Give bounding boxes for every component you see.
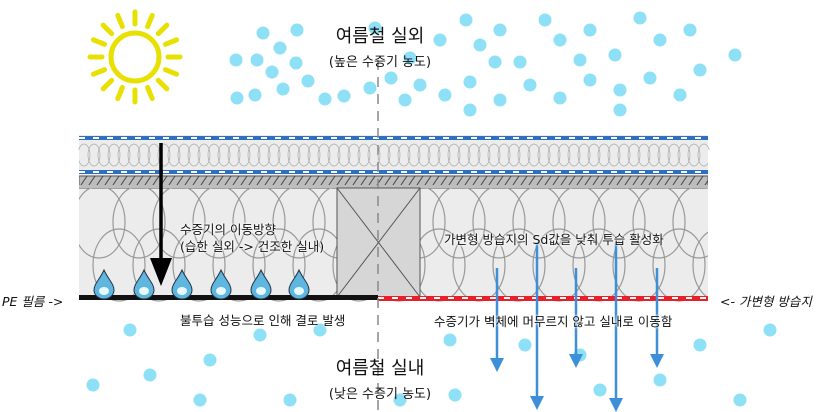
vapor-dot <box>673 88 687 102</box>
vapor-dot <box>613 103 627 117</box>
outdoor-subtitle: (높은 수증기 농도) <box>328 55 432 70</box>
vapor-dot <box>229 53 243 67</box>
water-drop-icon <box>288 268 310 300</box>
vapor-dot <box>384 71 398 85</box>
water-drop-icon <box>133 268 155 300</box>
vapor-dot <box>337 89 351 103</box>
vapor-dot <box>488 55 502 69</box>
indoor-subtitle: (낮은 수증기 농도) <box>328 387 432 402</box>
pe-film-label: PE 필름 -> <box>2 294 64 309</box>
vapor-dot <box>653 33 667 47</box>
vapor-dot <box>276 82 290 96</box>
blue-arrow <box>530 242 544 410</box>
indoor-title: 여름철 실내 <box>335 358 425 379</box>
vapor-dot <box>203 353 217 367</box>
vapor-dot <box>448 388 462 402</box>
vapor-dot <box>523 78 537 92</box>
vapor-dot <box>283 393 297 407</box>
condensation-note: 불투습 성능으로 인해 결로 발생 <box>180 313 346 328</box>
cavity-insulation <box>60 150 748 310</box>
vapor-dot <box>493 23 507 37</box>
vapor-dot <box>763 323 777 337</box>
outdoor-title: 여름철 실외 <box>335 26 425 47</box>
blue-arrow <box>609 242 623 412</box>
vapor-dot <box>393 393 407 407</box>
vapor-direction-arrow <box>150 143 172 286</box>
vapor-dot <box>123 323 137 337</box>
vapor-pass-note: 수증기가 벽체에 머무르지 않고 실내로 이동함 <box>434 314 673 329</box>
water-drop-icon <box>250 268 272 300</box>
vapor-dot <box>493 93 507 107</box>
vapor-dot <box>433 33 447 47</box>
vapor-dot <box>413 78 427 92</box>
vapor-dot <box>230 91 244 105</box>
vapor-dot <box>248 88 262 102</box>
vapor-dot <box>438 88 452 102</box>
variable-vapor-retarder <box>378 296 708 301</box>
vapor-dot <box>683 23 697 37</box>
vapor-dot <box>459 13 473 27</box>
water-drop-icon <box>93 268 115 300</box>
outer-insulation <box>77 143 711 167</box>
vapor-dot <box>693 338 707 352</box>
blue-arrow <box>569 268 583 368</box>
vapor-dot <box>143 368 157 382</box>
vapor-dot <box>733 393 747 407</box>
vapor-dot <box>403 51 417 65</box>
vapor-dot <box>86 378 100 392</box>
water-drop-icon <box>210 268 232 300</box>
vapor-dot <box>363 81 377 95</box>
vapor-dot <box>290 23 304 37</box>
variable-retarder-label: <- 가변형 방습지 <box>720 294 812 309</box>
vapor-pass-arrows <box>490 242 664 412</box>
vapor-dot <box>301 74 315 88</box>
pe-film <box>79 295 378 300</box>
vapor-dot <box>728 48 742 62</box>
vapor-dot <box>693 63 707 77</box>
vapor-dot <box>538 13 552 27</box>
blue-arrow <box>650 268 664 368</box>
vapor-dot <box>265 65 279 79</box>
vapor-dot <box>613 83 627 97</box>
vapor-dot <box>553 91 567 105</box>
vapor-direction-title: 수증기의 이동방향 <box>180 222 276 237</box>
vapor-dot <box>608 48 622 62</box>
vapor-dot <box>463 103 477 117</box>
vapor-dot <box>583 73 597 87</box>
vapor-dot <box>256 26 270 40</box>
vapor-dot <box>289 56 303 70</box>
vapor-direction-detail: (습한 실외 -> 건조한 실내) <box>180 239 325 254</box>
vapor-dot <box>463 75 477 89</box>
vapor-dot <box>318 92 332 106</box>
water-drop-icon <box>171 268 193 300</box>
vapor-dot <box>253 328 267 342</box>
vapor-dot <box>250 53 264 67</box>
activation-note: 가변형 방습지의 Sd값을 낮춰 투습 활성화 <box>444 232 664 247</box>
outer-membrane-top <box>79 136 708 140</box>
vapor-dot <box>313 323 327 337</box>
vapor-dot <box>518 338 532 352</box>
blue-arrow <box>490 268 504 372</box>
vapor-dot <box>573 53 587 67</box>
stud <box>336 187 421 298</box>
vapor-dot <box>193 393 207 407</box>
vapor-dot <box>583 23 597 37</box>
vapor-dot <box>473 38 487 52</box>
vapor-dot <box>643 71 657 85</box>
vapor-dot <box>368 21 382 35</box>
vapor-dot <box>273 41 287 55</box>
sun-icon <box>87 9 183 105</box>
condensation-drops <box>93 268 310 300</box>
vapor-dot <box>553 33 567 47</box>
vapor-dot <box>653 373 667 387</box>
outer-membrane-bottom <box>79 170 708 174</box>
vapor-dot <box>398 93 412 107</box>
vapor-dot <box>633 11 647 25</box>
vapor-dot <box>593 383 607 397</box>
vapor-dot <box>513 55 527 69</box>
vapor-dot <box>443 333 457 347</box>
